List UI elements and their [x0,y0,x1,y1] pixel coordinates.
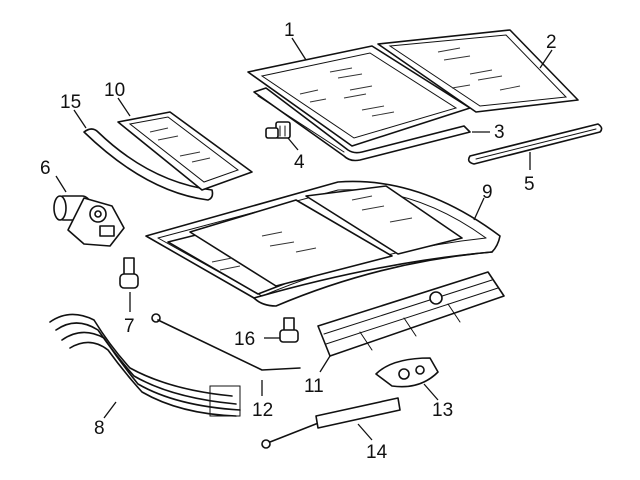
callout-3: 3 [494,122,505,143]
callout-5: 5 [524,174,535,195]
leader-lines [55,37,553,441]
bolt-16 [279,317,299,343]
callout-10: 10 [104,80,125,101]
front-glass-panel [247,45,471,147]
drive-cable-12 [151,313,301,371]
callout-12: 12 [252,400,273,421]
callout-6: 6 [40,158,51,179]
callout-13: 13 [432,400,453,421]
callout-2: 2 [546,32,557,53]
drain-fitting-7 [119,257,139,289]
callout-16: 16 [234,329,255,350]
cable-harness-8 [49,313,241,417]
bolt-4 [265,121,291,139]
roof-frame-9 [145,180,501,307]
callout-11: 11 [304,376,324,397]
sunshade-panel-10 [117,111,253,191]
callout-9: 9 [482,182,493,203]
callout-1: 1 [284,20,295,41]
rear-glass-panel [377,29,579,113]
lever-arm-14 [261,397,401,449]
callout-8: 8 [94,418,105,439]
glass-seal-frame [253,87,471,162]
callout-15: 15 [60,92,81,113]
callout-4: 4 [294,152,305,173]
callout-14: 14 [366,442,388,463]
bracket-13 [375,357,439,388]
motor-6 [53,195,125,247]
trim-strip-5 [467,123,603,165]
deflector-strip-15 [83,128,214,201]
callout-7: 7 [124,316,135,337]
guide-rail-11 [317,271,505,357]
